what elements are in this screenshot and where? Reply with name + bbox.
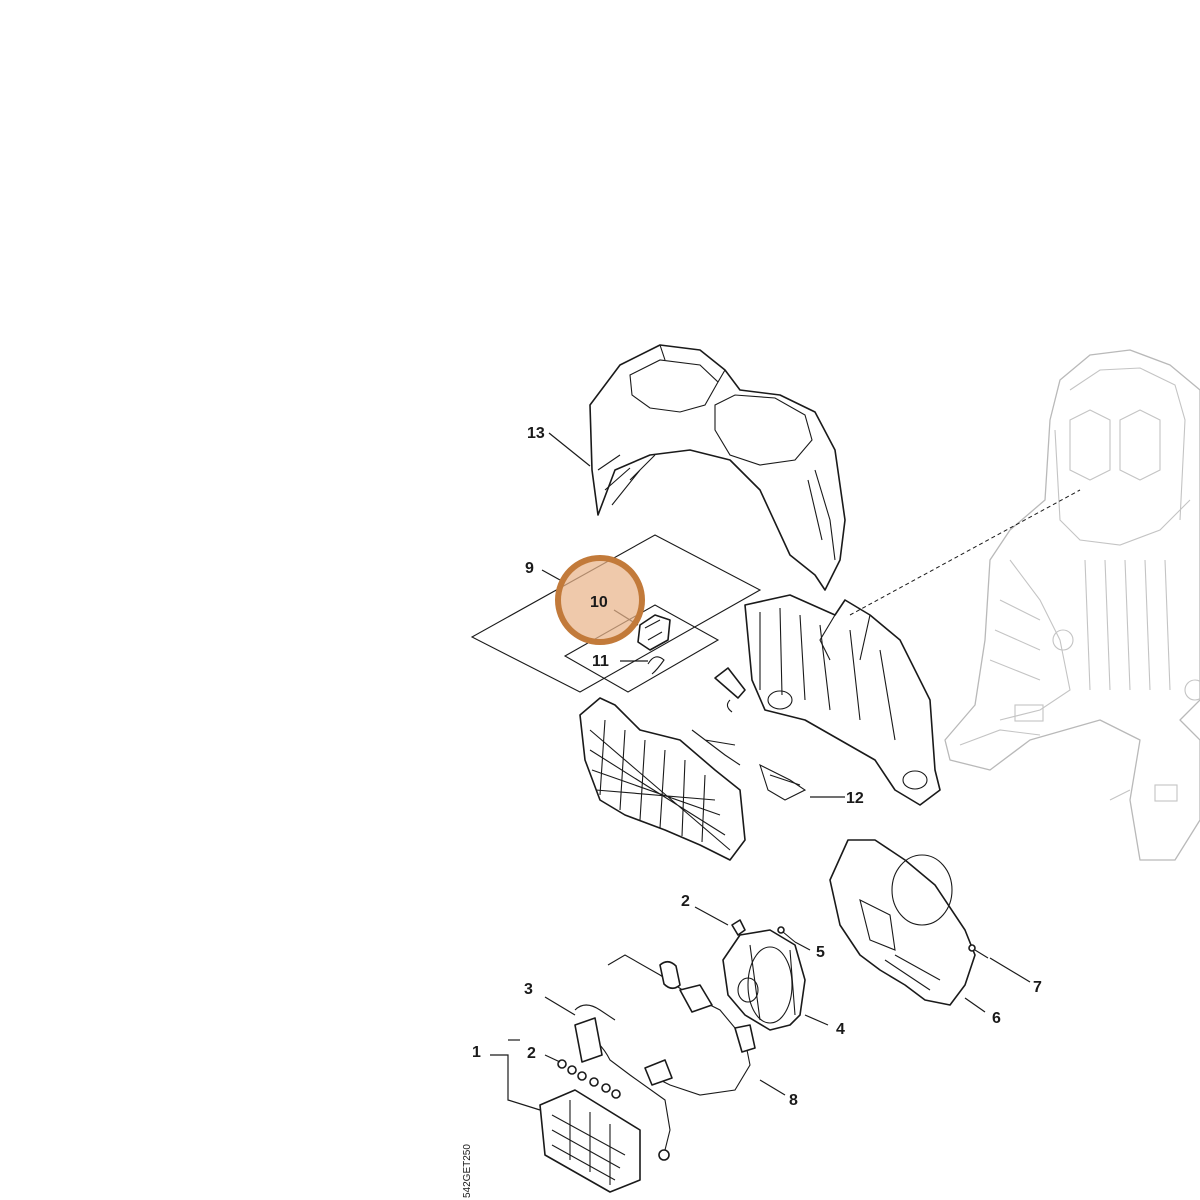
callout-12: 12 <box>846 790 864 807</box>
center-housing <box>744 594 941 806</box>
callout-8: 8 <box>789 1092 798 1109</box>
part-2-pin <box>731 919 746 936</box>
drawing-reference-code: 542GET250 <box>462 1144 473 1198</box>
callout-3: 3 <box>524 981 533 998</box>
part-5-screw <box>777 926 796 943</box>
part-13-cover <box>589 344 846 591</box>
highlight-part-10 <box>555 555 645 645</box>
callout-1: 1 <box>472 1044 481 1061</box>
part-11-spring <box>647 656 665 675</box>
cable-3 <box>574 1004 671 1161</box>
callout-5: 5 <box>816 944 825 961</box>
part-1-board <box>539 1089 641 1193</box>
part-7-screw <box>968 944 989 959</box>
assembly-line <box>849 489 1081 616</box>
callout-11: 11 <box>592 653 609 670</box>
part-2-nuts <box>557 1059 621 1099</box>
part-4-motor <box>722 929 806 1031</box>
callout-7: 7 <box>1033 979 1042 996</box>
background-housing-ghost <box>944 349 1200 861</box>
callout-2-bottom: 2 <box>527 1045 536 1062</box>
callout-6: 6 <box>992 1010 1001 1027</box>
small-clips <box>691 667 746 766</box>
part-12-bracket <box>759 763 807 801</box>
grill-frame <box>579 697 746 861</box>
callout-10: 10 <box>590 594 608 611</box>
part-10-clip <box>637 614 671 651</box>
part-6-motor-housing <box>829 839 976 1006</box>
callout-2-top: 2 <box>681 893 690 910</box>
callout-13: 13 <box>527 425 545 442</box>
callout-9: 9 <box>525 560 534 577</box>
cable-harness-8 <box>607 954 756 1096</box>
callout-4: 4 <box>836 1021 845 1038</box>
